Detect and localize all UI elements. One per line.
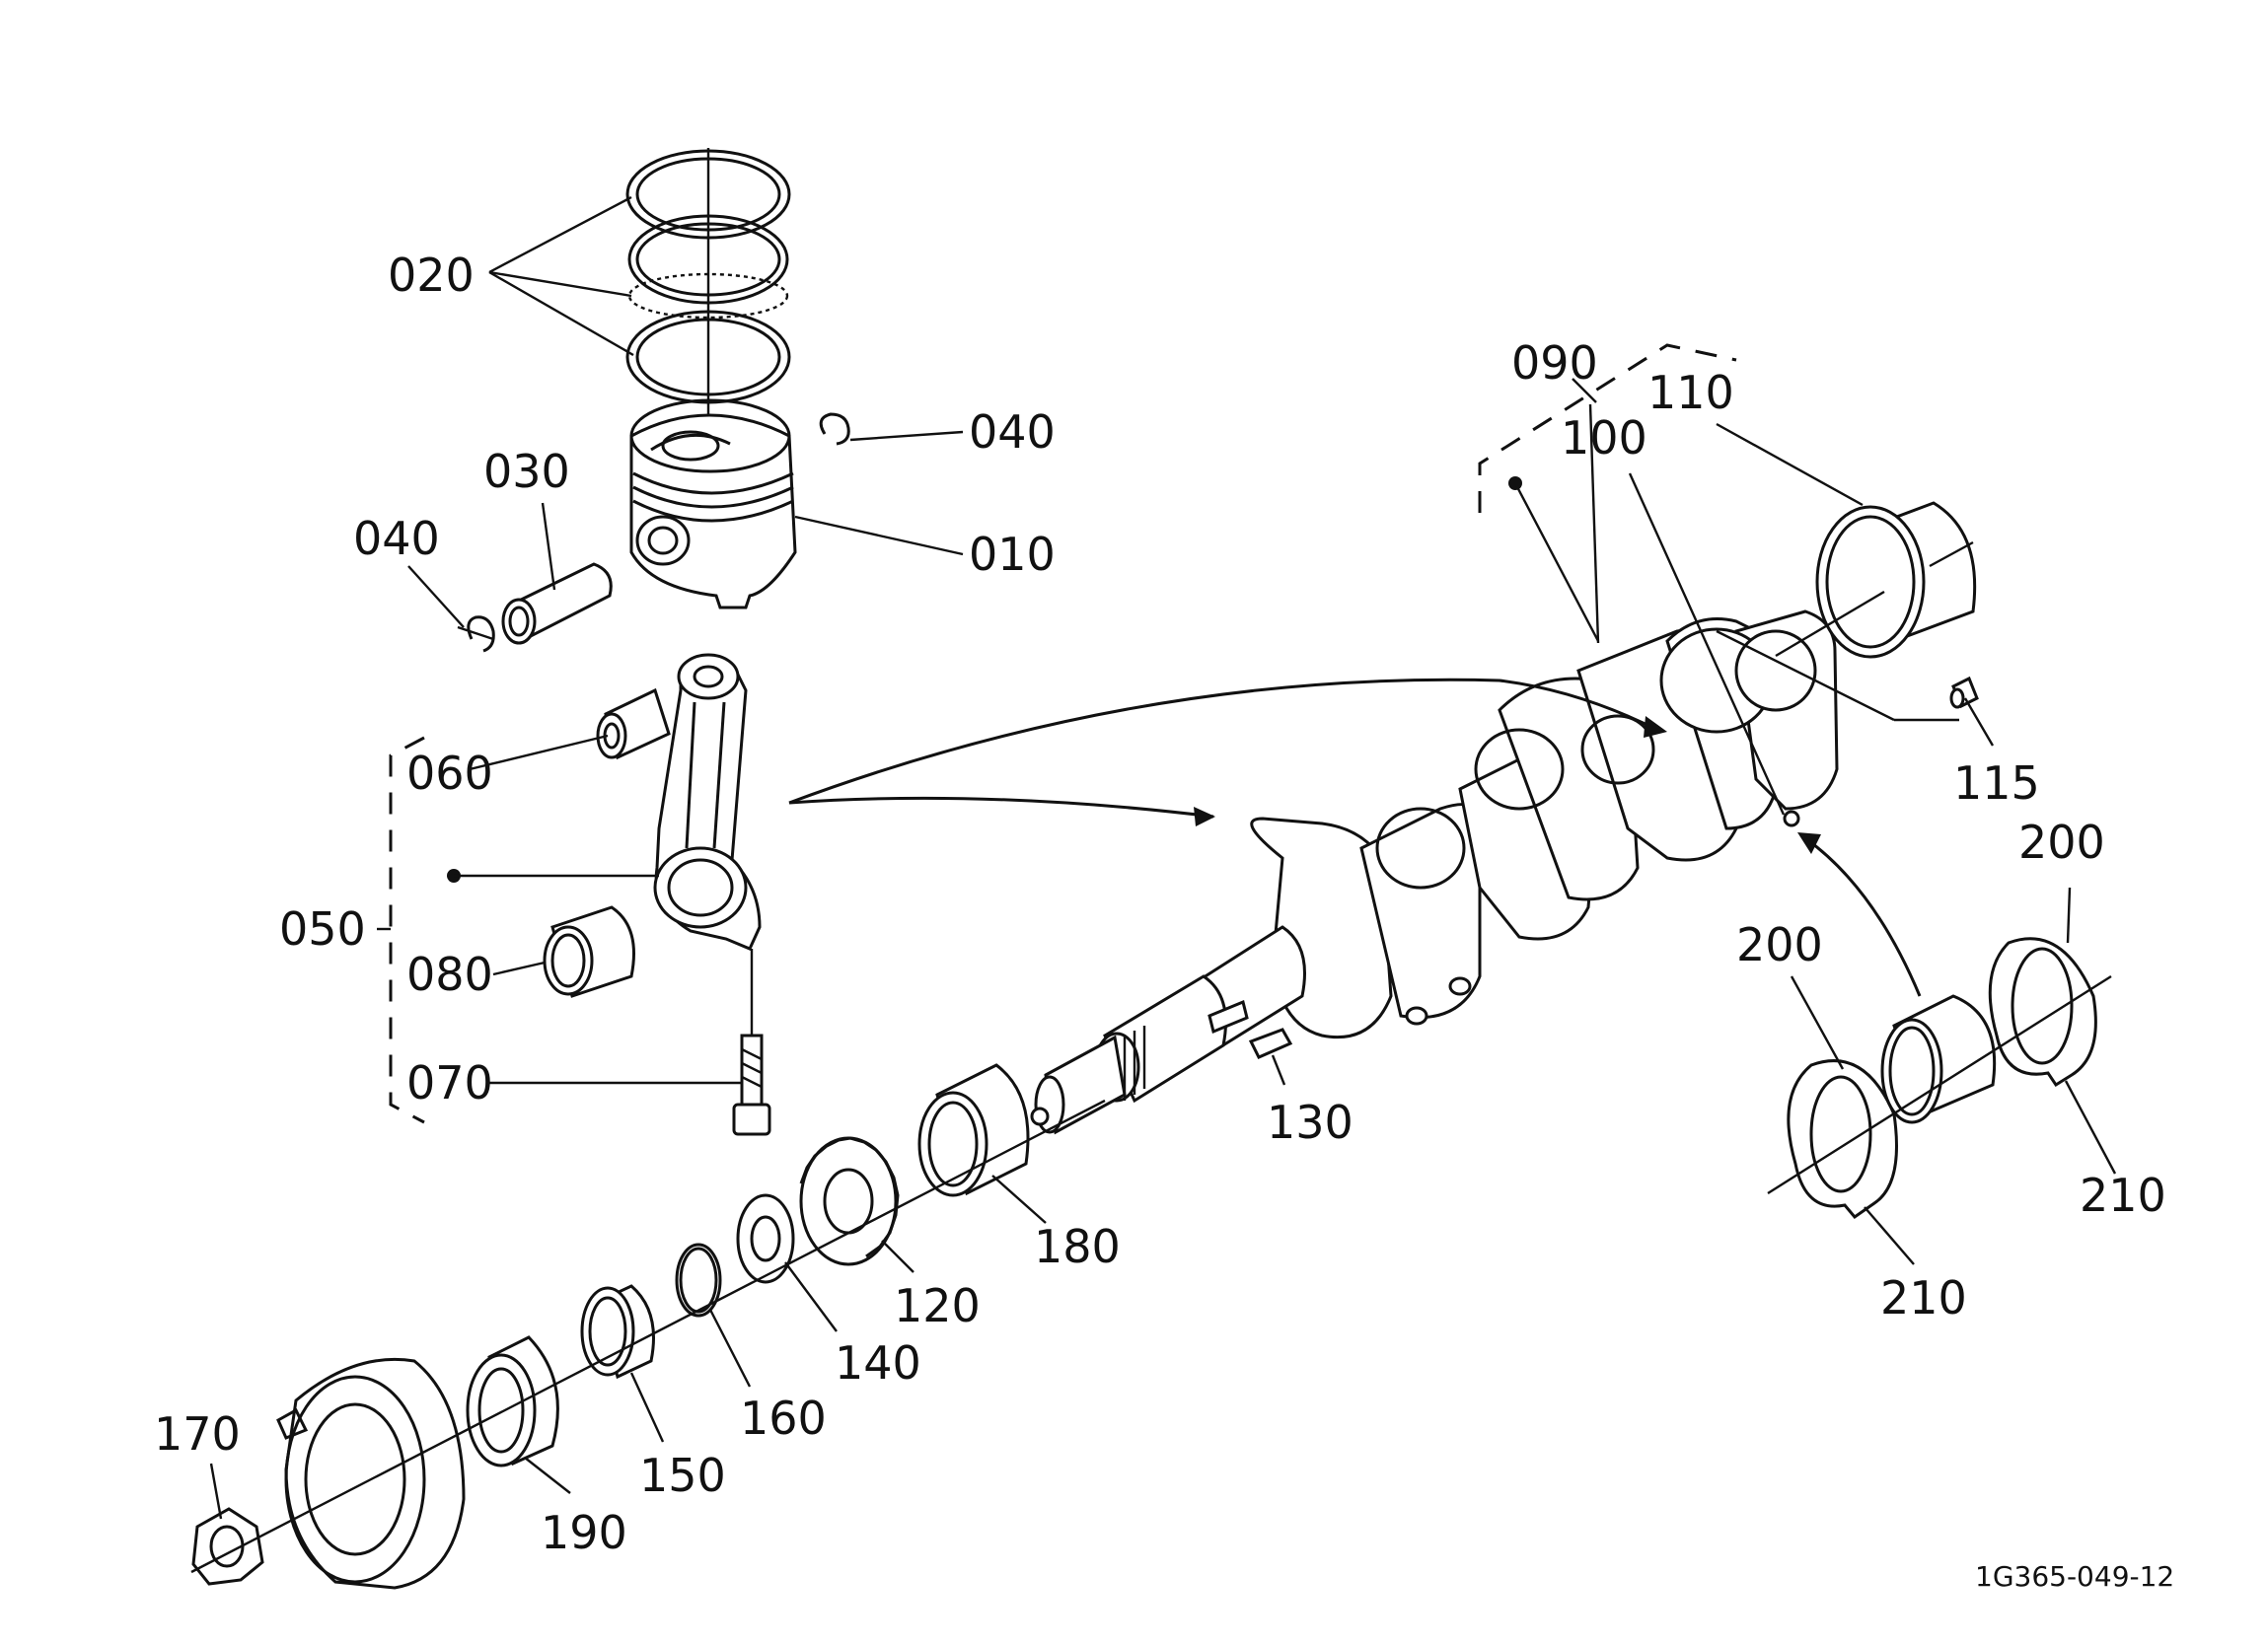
- callout-210-right: 210: [2080, 1169, 2166, 1222]
- collar: [580, 1284, 655, 1380]
- woodruff-key: [1248, 1028, 1293, 1059]
- callout-090: 090: [1511, 336, 1598, 390]
- circlip-left: [467, 615, 495, 653]
- connecting-rod: [653, 653, 762, 951]
- thrust-washer-left: [1787, 1059, 1898, 1220]
- rod-bolt: [732, 949, 771, 1136]
- o-ring: [675, 1243, 722, 1318]
- big-end-bearing: [543, 905, 635, 998]
- callout-080: 080: [406, 948, 493, 1001]
- callout-060: 060: [406, 747, 493, 800]
- crankshaft: [1030, 609, 1839, 1135]
- callout-030: 030: [483, 445, 570, 498]
- callout-020: 020: [388, 249, 475, 302]
- drawing-code: 1G365-049-12: [1975, 1560, 2174, 1593]
- callout-040-right: 040: [969, 405, 1056, 459]
- callout-115: 115: [1953, 756, 2040, 810]
- callout-190: 190: [541, 1506, 627, 1559]
- crank-pulley: [276, 1357, 466, 1590]
- callout-150: 150: [639, 1449, 726, 1502]
- oil-plug: [1783, 810, 1800, 827]
- main-bearing: [1880, 994, 1997, 1124]
- circlip-right: [819, 412, 850, 446]
- callout-140: 140: [835, 1336, 921, 1390]
- callout-200-right: 200: [2018, 816, 2105, 869]
- small-end-bushing: [596, 687, 671, 760]
- callout-200-left: 200: [1736, 918, 1823, 971]
- callout-120: 120: [894, 1279, 981, 1332]
- callout-110: 110: [1647, 366, 1734, 419]
- thrust-washer-right: [1988, 937, 2097, 1088]
- crank-rear-bearing: [1775, 501, 1977, 659]
- callout-050: 050: [279, 902, 366, 956]
- piston-rings: [625, 148, 791, 414]
- callout-210-left: 210: [1880, 1271, 1967, 1324]
- crank-gear: [799, 1136, 900, 1266]
- leader-lines: [209, 195, 2117, 1520]
- callout-170: 170: [154, 1407, 241, 1461]
- callout-160: 160: [740, 1392, 827, 1445]
- callout-040-left: 040: [353, 512, 440, 565]
- crank-nut: [191, 1507, 264, 1586]
- callout-010: 010: [969, 528, 1056, 581]
- piston-pin: [501, 562, 613, 645]
- callout-100: 100: [1561, 411, 1647, 465]
- oil-seal: [466, 1335, 559, 1467]
- dowel-pin: [1949, 676, 1979, 709]
- piston: [629, 398, 797, 609]
- callout-130: 130: [1267, 1096, 1353, 1149]
- collar-washer: [736, 1193, 795, 1284]
- callout-180: 180: [1034, 1220, 1121, 1273]
- front-bearing: [917, 1063, 1030, 1197]
- callout-070: 070: [406, 1056, 493, 1109]
